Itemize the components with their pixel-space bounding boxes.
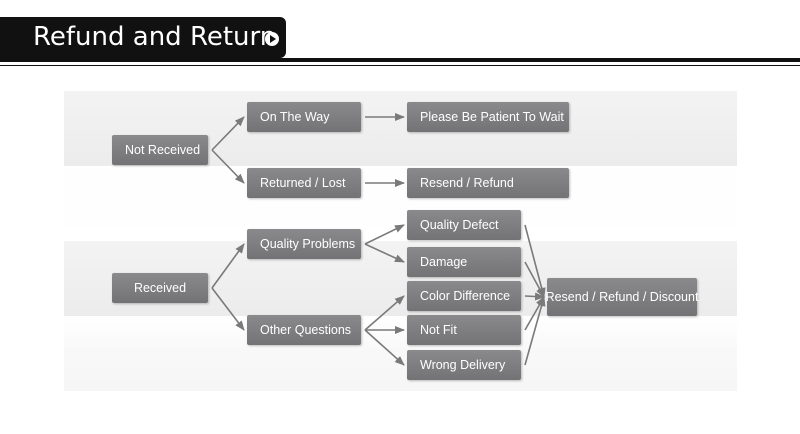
node-not-fit: Not Fit xyxy=(407,315,521,345)
arrow-color_difference-to-resend_refund_discount xyxy=(524,292,545,301)
node-wrong-delivery: Wrong Delivery xyxy=(407,350,521,380)
node-quality-problems: Quality Problems xyxy=(247,229,361,259)
arrow-not_fit-to-resend_refund_discount xyxy=(524,296,545,331)
node-damage: Damage xyxy=(407,247,521,277)
refund-flowchart: Not Received On The Way Please Be Patien… xyxy=(64,91,737,391)
node-color-difference: Color Difference xyxy=(407,281,521,311)
arrow-quality_problems-to-quality_defect xyxy=(364,224,405,245)
header-divider-thin xyxy=(0,65,800,66)
arrow-damage-to-resend_refund_discount xyxy=(524,261,545,298)
background-gloss xyxy=(64,316,737,352)
node-resend-refund: Resend / Refund xyxy=(407,168,569,198)
arrow-not_received-to-returned_lost xyxy=(211,149,245,184)
arrow-other_questions-to-wrong_delivery xyxy=(364,329,405,366)
header-divider xyxy=(0,58,800,62)
node-patient-wait: Please Be Patient To Wait xyxy=(407,102,569,132)
node-received: Received xyxy=(112,273,208,303)
arrow-other_questions-to-color_difference xyxy=(364,295,405,331)
node-resend-refund-discount: Resend / Refund / Discount xyxy=(546,278,698,316)
section-header: Refund and Return xyxy=(0,17,286,58)
play-circle-icon xyxy=(265,32,279,46)
node-returned-lost: Returned / Lost xyxy=(247,168,361,198)
node-on-the-way: On The Way xyxy=(247,102,361,132)
node-other-questions: Other Questions xyxy=(247,315,361,345)
arrow-quality_defect-to-resend_refund_discount xyxy=(524,224,546,298)
arrow-quality_problems-to-damage xyxy=(364,243,405,263)
flow-arrows xyxy=(211,113,546,366)
arrow-not_received-to-on_the_way xyxy=(211,116,245,151)
section-title: Refund and Return xyxy=(33,22,277,52)
arrow-received-to-other_questions xyxy=(211,287,245,331)
node-not-received: Not Received xyxy=(112,135,208,165)
arrow-received-to-quality_problems xyxy=(211,243,245,289)
arrow-wrong_delivery-to-resend_refund_discount xyxy=(524,296,546,366)
node-quality-defect: Quality Defect xyxy=(407,210,521,240)
